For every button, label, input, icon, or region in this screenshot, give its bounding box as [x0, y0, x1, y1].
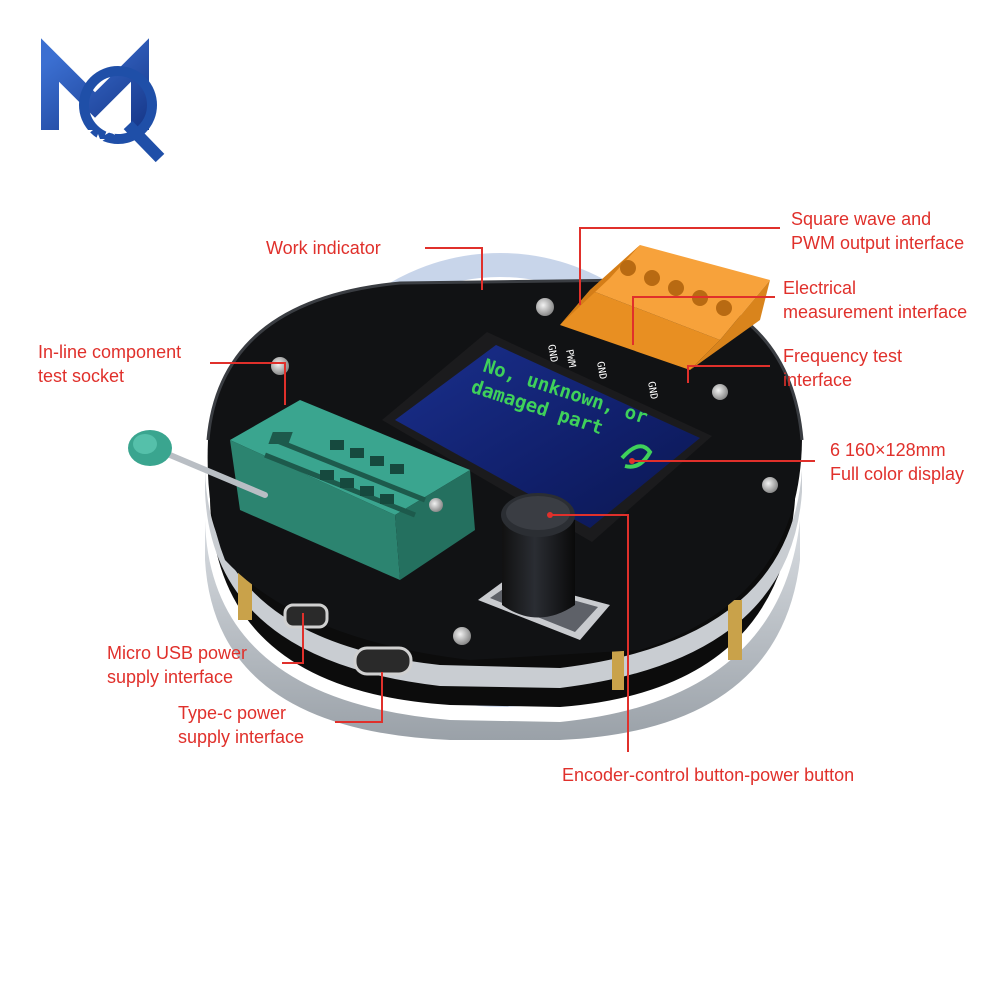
label-inline-socket: In-line component test socket	[38, 342, 182, 386]
label-work-indicator: Work indicator	[266, 238, 381, 258]
type-c-port	[353, 646, 413, 676]
label-electrical-measurement: Electrical measurement interface	[783, 278, 968, 322]
label-pwm-output: Square wave and PWM output interface	[791, 209, 965, 253]
callout-lines	[210, 227, 815, 752]
terminal-label-gnd-1: GND	[545, 344, 559, 364]
label-frequency-test: Frequency test interface	[783, 346, 903, 390]
terminal-label-gnd-3: GND	[645, 381, 659, 401]
label-full-color-display: 6 160×128mm Full color display	[830, 440, 965, 484]
encoder-knob	[478, 493, 610, 640]
terminal-block	[560, 245, 770, 370]
label-type-c: Type-c power supply interface	[178, 703, 305, 747]
socket-lever	[128, 430, 268, 498]
terminal-label-pwm: PWM	[563, 349, 577, 369]
label-micro-usb: Micro USB power supply interface	[107, 643, 248, 687]
label-encoder-button: Encoder-control button-power button	[562, 765, 855, 785]
micro-usb-port	[283, 603, 329, 629]
brand-logo	[41, 38, 165, 163]
terminal-label-gnd-2: GND	[594, 361, 608, 381]
component-symbol-icon	[620, 444, 653, 469]
zif-test-socket	[230, 400, 475, 580]
